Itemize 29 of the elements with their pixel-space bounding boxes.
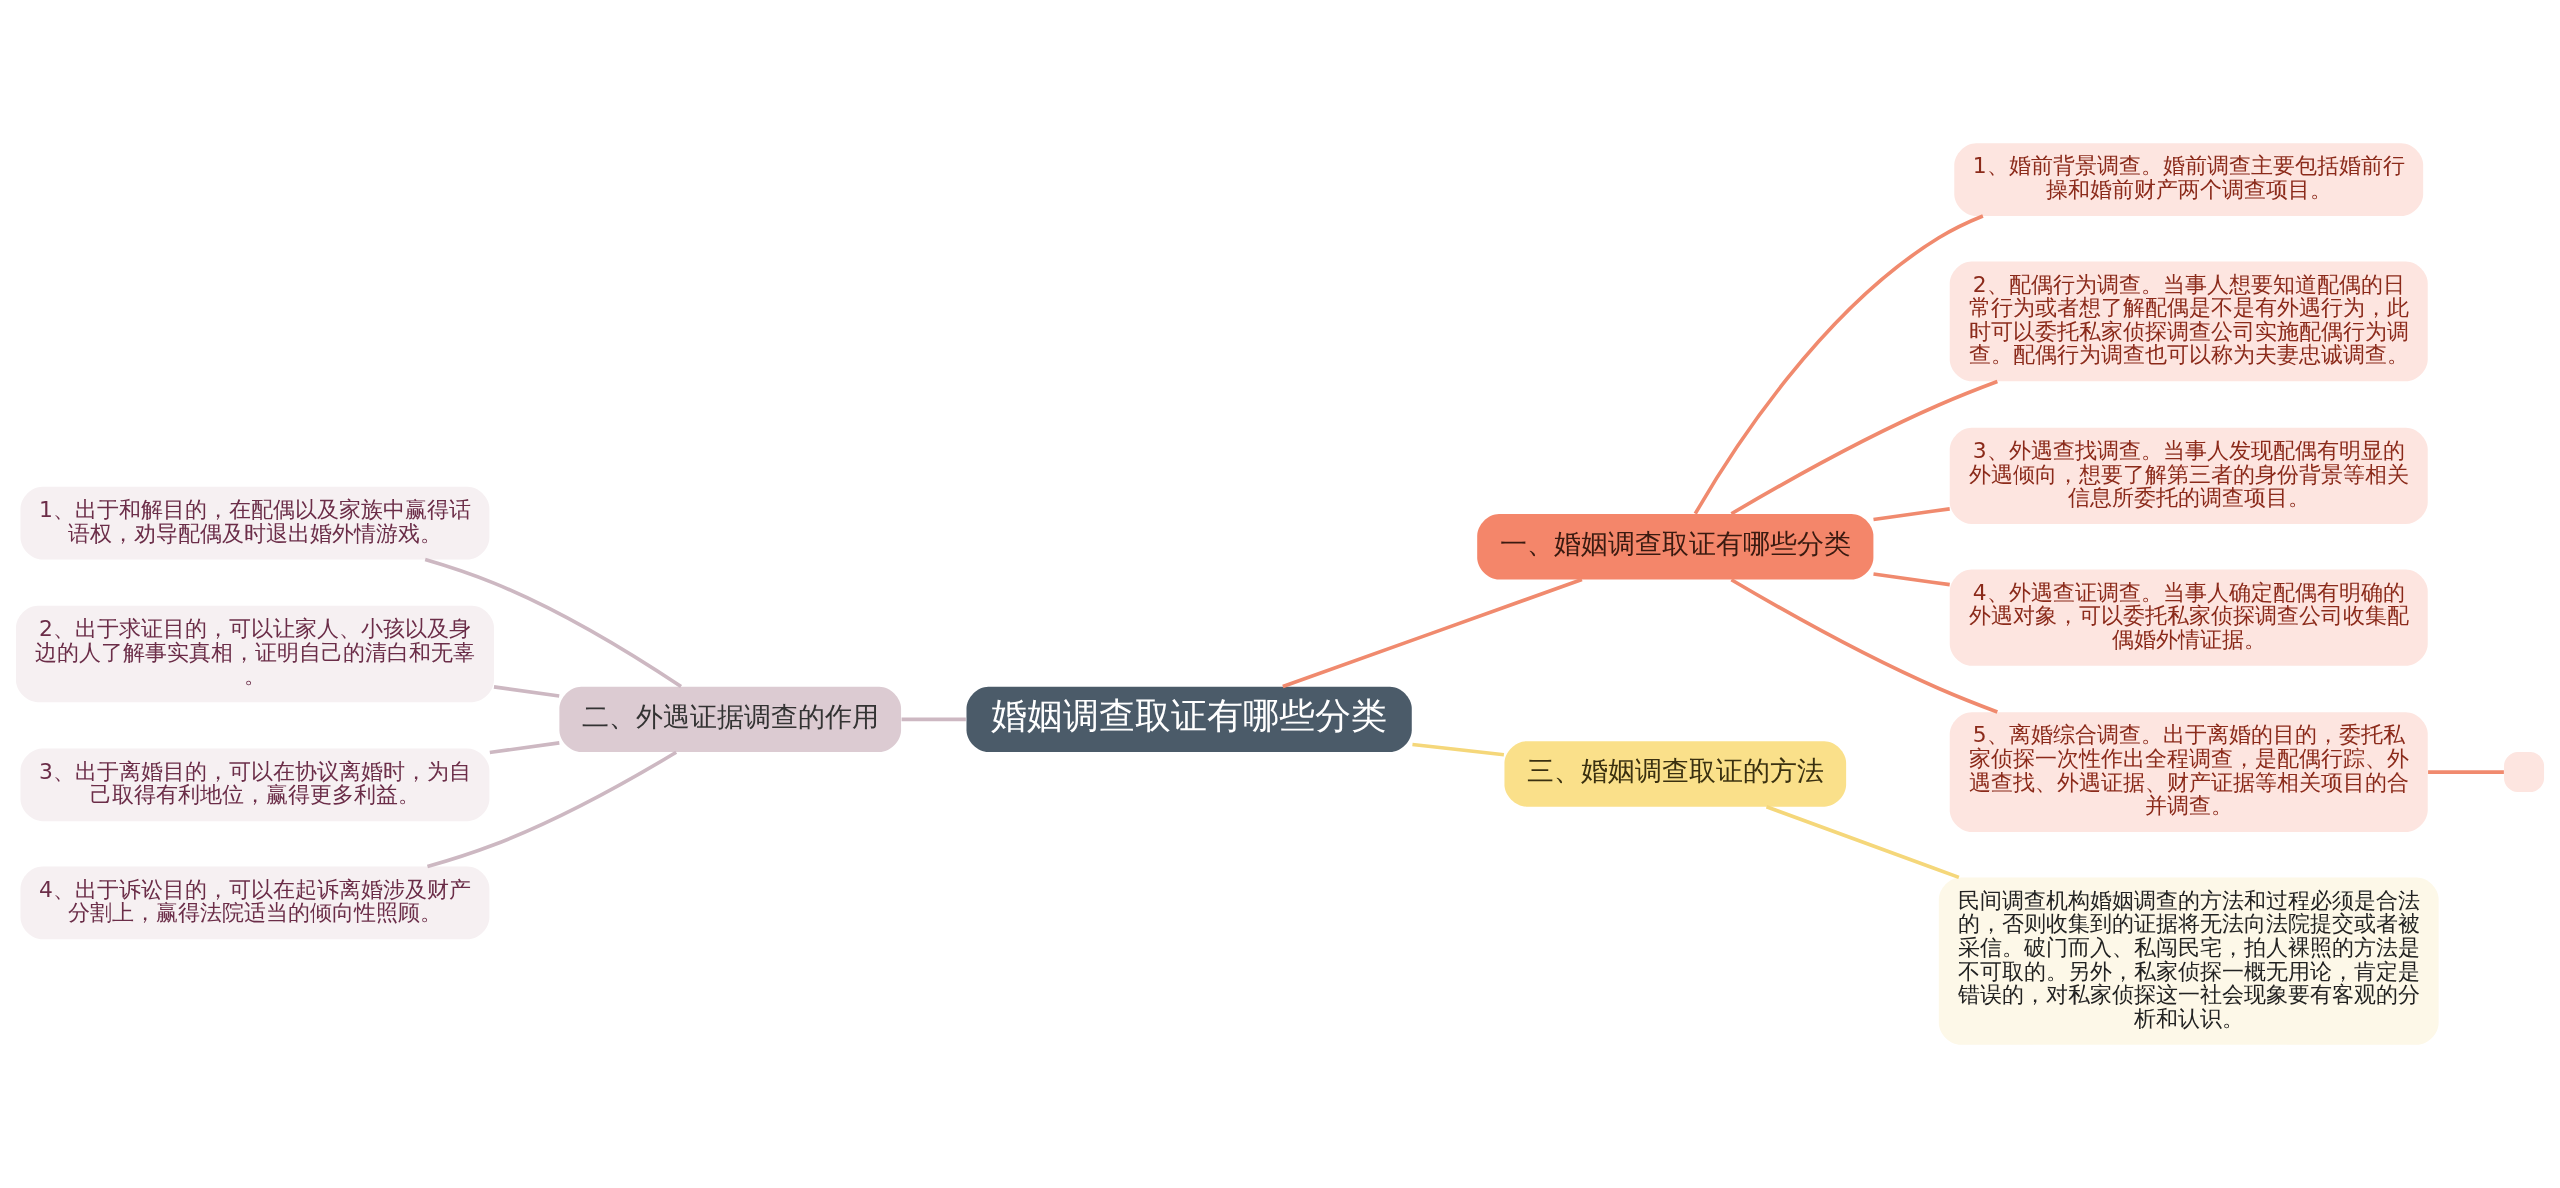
connector bbox=[1765, 805, 1960, 880]
connector bbox=[426, 750, 678, 869]
node-box: 一、婚姻调查取证有哪些分类 bbox=[1477, 514, 1874, 580]
connector bbox=[1282, 577, 1583, 689]
node-box: 5、离婚综合调查。出于离婚的目的，委托私家侦探一次性作出全程调查，是配偶行踪、外遇查找、外遇证据、财产证据等相关项目的合并调查。 bbox=[1949, 712, 2428, 833]
connector bbox=[2428, 770, 2504, 774]
connector bbox=[493, 685, 560, 698]
connector bbox=[424, 557, 683, 689]
node-box: 4、出于诉讼目的，可以在起诉离婚涉及财产分割上，赢得法院适当的倾向性照顾。 bbox=[20, 866, 490, 940]
connector bbox=[489, 741, 560, 755]
node-box: 民间调查机构婚姻调查的方法和过程必须是合法的，否则收集到的证据将无法向法院提交或者被采信。破门而入、私闯民宅，拍人裸照的方法是不可取的。另外，私家侦探一概无用论，肯定是错误的，对私家侦探这一社会现象要有客观的分析和认识。 bbox=[1938, 877, 2439, 1045]
node-box: 2、出于求证目的，可以让家人、小孩以及身边的人了解事实真相，证明自己的清白和无辜。 bbox=[15, 605, 494, 703]
connector bbox=[1873, 507, 1950, 522]
node-box: 二、外遇证据调查的作用 bbox=[559, 686, 902, 753]
node-box: 2、配偶行为调查。当事人想要知道配偶的日常行为或者想了解配偶是不是有外遇行为，此时可以委托私家侦探调查公司实施配偶行为调查。配偶行为调查也可以称为夫妻忠诚调查。 bbox=[1949, 261, 2428, 382]
connector bbox=[1730, 379, 1998, 516]
node-box: 婚姻调查取证有哪些分类 bbox=[966, 686, 1412, 753]
node-box: 3、出于离婚目的，可以在协议离婚时，为自己取得有利地位，赢得更多利益。 bbox=[20, 748, 490, 822]
connector bbox=[1730, 578, 1998, 714]
connector bbox=[901, 717, 966, 722]
node-box: 1、婚前背景调查。婚前调查主要包括婚前行操和婚前财产两个调查项目。 bbox=[1954, 143, 2424, 216]
connector bbox=[1412, 742, 1505, 757]
node-box: 4、外遇查证调查。当事人确定配偶有明确的外遇对象，可以委托私家侦探调查公司收集配偶婚外情证据。 bbox=[1949, 569, 2428, 666]
connector bbox=[1873, 572, 1950, 587]
node-box: 三、婚姻调查取证的方法 bbox=[1504, 741, 1847, 807]
node-box: 3、外遇查找调查。当事人发现配偶有明显的外遇倾向，想要了解第三者的身份背景等相关信息所委托的调查项目。 bbox=[1949, 427, 2428, 525]
node-box bbox=[2504, 752, 2545, 793]
connector bbox=[1693, 214, 1984, 515]
node-box: 1、出于和解目的，在配偶以及家族中赢得话语权，劝导配偶及时退出婚外情游戏。 bbox=[20, 486, 490, 560]
